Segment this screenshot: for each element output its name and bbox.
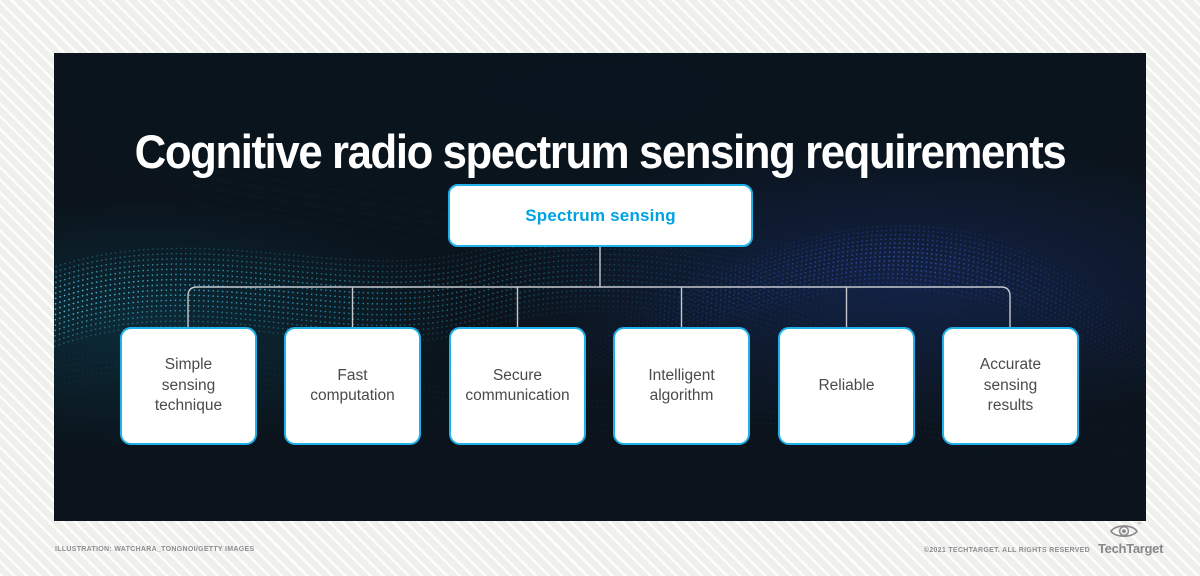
node-label: Simple sensing technique <box>154 356 223 415</box>
trademark-symbol: ™ <box>1137 522 1141 527</box>
diagram-panel: Cognitive radio spectrum sensing require… <box>54 53 1146 521</box>
wave-background <box>54 148 1146 521</box>
node-intelligent-algorithm: Intelligent algorithm <box>613 327 750 445</box>
node-spectrum-sensing: Spectrum sensing <box>448 184 753 247</box>
node-secure-communication: Secure communication <box>449 327 586 445</box>
node-label: Secure communication <box>465 366 570 404</box>
node-reliable: Reliable <box>778 327 915 445</box>
node-label: Reliable <box>818 376 875 394</box>
node-fast-computation: Fast computation <box>284 327 421 445</box>
node-label: Fast computation <box>310 366 395 404</box>
illustration-credit: ILLUSTRATION: WATCHARA_TONGNOI/GETTY IMA… <box>55 546 255 553</box>
node-simple-sensing-technique: Simple sensing technique <box>120 327 257 445</box>
node-label: Accurate sensing results <box>979 356 1042 415</box>
copyright-text: ©2021 TECHTARGET. ALL RIGHTS RESERVED <box>923 547 1090 554</box>
diagram-title: Cognitive radio spectrum sensing require… <box>134 125 1067 179</box>
node-label: Intelligent algorithm <box>648 366 715 404</box>
connector-lines <box>187 247 1011 327</box>
techtarget-eye-icon: ™ <box>1110 522 1141 537</box>
techtarget-wordmark: TechTarget <box>1098 541 1164 556</box>
node-accurate-sensing-results: Accurate sensing results <box>942 327 1079 445</box>
node-spectrum-sensing-label: Spectrum sensing <box>525 205 676 225</box>
techtarget-logo: ™ TechTarget <box>1098 521 1164 556</box>
